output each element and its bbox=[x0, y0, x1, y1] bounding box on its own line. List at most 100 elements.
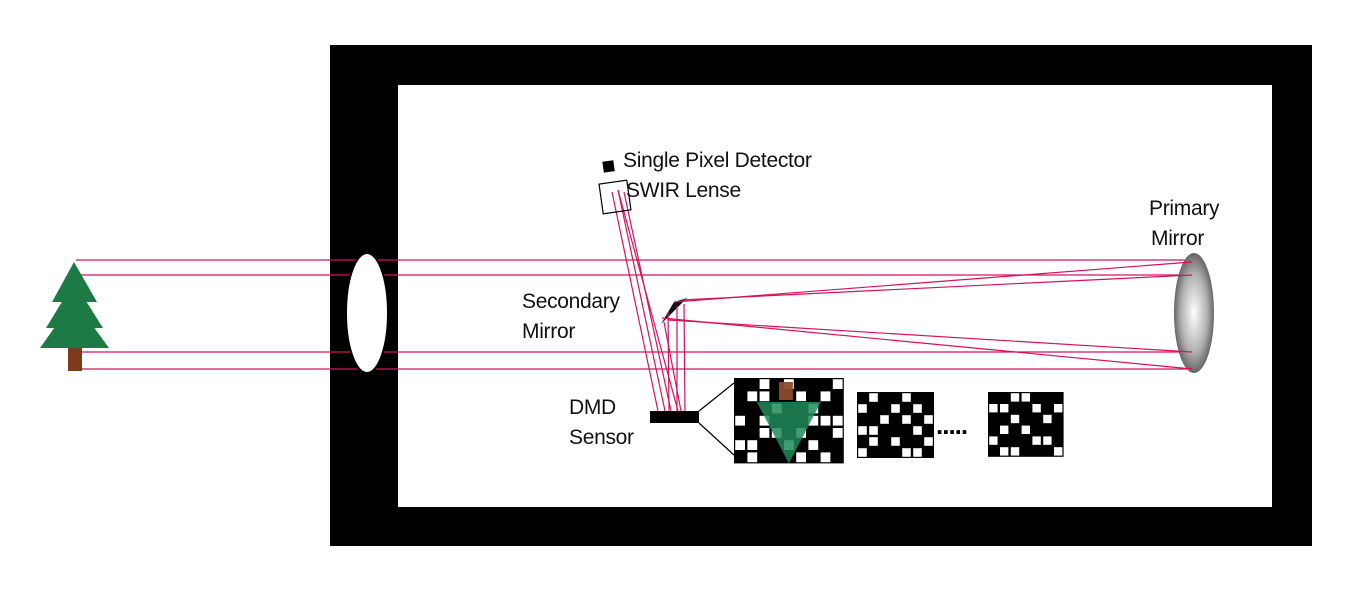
internal-light-rays bbox=[611, 189, 1193, 412]
pattern-ellipsis: ..... bbox=[936, 410, 967, 440]
primary-mirror-label-line1: Primary bbox=[1149, 197, 1220, 220]
dmd-mirror-cell bbox=[1043, 393, 1052, 402]
dmd-mirror-cell bbox=[1043, 404, 1052, 413]
dmd-mirror-cell bbox=[832, 452, 843, 463]
dmd-mirror-cell bbox=[1043, 414, 1052, 424]
dmd-mirror-cell bbox=[902, 437, 911, 446]
dmd-mirror-cell bbox=[1032, 393, 1041, 402]
camera-housing bbox=[330, 45, 1312, 546]
incoming-light-rays bbox=[76, 259, 1192, 370]
dmd-zoom-wedge bbox=[698, 382, 735, 456]
dmd-mirror-cell bbox=[735, 403, 745, 414]
dmd-mirror-cell bbox=[989, 393, 998, 402]
dmd-mirror-cell bbox=[735, 415, 745, 426]
dmd-mirror-cell bbox=[891, 404, 900, 413]
pattern-frame bbox=[988, 392, 1064, 457]
dmd-mirror-cell bbox=[808, 440, 819, 450]
dmd-pattern-1 bbox=[734, 378, 844, 464]
dmd-mirror-cell bbox=[880, 404, 889, 413]
dmd-mirror-cell bbox=[1010, 436, 1020, 445]
dmd-mirror-cell bbox=[832, 403, 843, 414]
secondary-mirror-label-line2: Mirror bbox=[522, 320, 575, 343]
dmd-mirror-cell bbox=[1021, 425, 1030, 434]
dmd-mirror-cell bbox=[924, 448, 933, 457]
dmd-mirror-cell bbox=[989, 414, 998, 424]
dmd-mirror-cell bbox=[913, 393, 922, 402]
dmd-mirror-cell bbox=[735, 452, 745, 463]
dmd-mirror-cell bbox=[1043, 436, 1052, 445]
dmd-mirror-cell bbox=[808, 428, 819, 438]
dmd-mirror-cell bbox=[880, 448, 889, 457]
dmd-mirror-cell bbox=[759, 428, 770, 438]
dmd-mirror-cell bbox=[820, 391, 831, 402]
dmd-mirror-cell bbox=[1043, 425, 1052, 434]
dmd-mirror-cell bbox=[1010, 404, 1020, 413]
dmd-mirror-cell bbox=[924, 426, 933, 435]
tree-foliage-middle bbox=[46, 282, 103, 328]
dmd-mirror-cell bbox=[902, 404, 911, 413]
dmd-mirror-cell bbox=[1054, 436, 1063, 445]
dmd-mirror-cell bbox=[820, 403, 831, 414]
dmd-mirror-cell bbox=[1010, 447, 1020, 456]
dmd-mirror-cell bbox=[735, 440, 745, 450]
dmd-mirror-cell bbox=[869, 393, 878, 402]
dmd-mirror-cell bbox=[1000, 425, 1009, 434]
single-pixel-detector bbox=[602, 160, 615, 173]
dmd-mirror-cell bbox=[913, 404, 922, 413]
dmd-mirror-cell bbox=[832, 379, 843, 389]
dmd-mirror-cell bbox=[771, 452, 782, 463]
dmd-pattern-n bbox=[988, 392, 1064, 457]
dmd-mirror-cell bbox=[771, 379, 782, 389]
dmd-mirror-cell bbox=[796, 452, 806, 463]
dmd-mirror-cell bbox=[858, 404, 867, 413]
dmd-mirror-cell bbox=[924, 437, 933, 446]
dmd-mirror-cell bbox=[832, 391, 843, 402]
dmd-mirror-cell bbox=[747, 440, 758, 450]
dmd-mirror-cell bbox=[924, 404, 933, 413]
primary-mirror-label-line2: Mirror bbox=[1151, 227, 1204, 250]
dmd-mirror-cell bbox=[759, 391, 770, 402]
dmd-mirror-cell bbox=[1000, 404, 1009, 413]
dmd-mirror-cell bbox=[1032, 436, 1041, 445]
dmd-mirror-cell bbox=[1010, 393, 1020, 402]
dmd-mirror-cell bbox=[735, 391, 745, 402]
dmd-mirror-cell bbox=[880, 415, 889, 424]
tree-foliage-top bbox=[52, 262, 97, 302]
dmd-mirror-cell bbox=[759, 379, 770, 389]
dmd-mirror-cell bbox=[880, 437, 889, 446]
detector-label: Single Pixel Detector bbox=[623, 149, 812, 172]
dmd-mirror-cell bbox=[796, 391, 806, 402]
dmd-mirror-cell bbox=[869, 426, 878, 435]
dmd-mirror-cell bbox=[891, 393, 900, 402]
dmd-mirror-cell bbox=[1010, 414, 1020, 424]
dmd-mirror-cell bbox=[869, 448, 878, 457]
dmd-mirror-cell bbox=[858, 415, 867, 424]
dmd-mirror-cell bbox=[1054, 414, 1063, 424]
dmd-mirror-cell bbox=[869, 437, 878, 446]
dmd-mirror-cell bbox=[858, 448, 867, 457]
dmd-mirror-cell bbox=[771, 440, 782, 450]
dmd-mirror-cell bbox=[902, 448, 911, 457]
dmd-mirror-cell bbox=[832, 428, 843, 438]
dmd-mirror-cell bbox=[747, 452, 758, 463]
dmd-mirror-cell bbox=[771, 391, 782, 402]
primary-to-secondary-ray-1 bbox=[673, 261, 1193, 303]
dmd-mirror-cell bbox=[1021, 414, 1030, 424]
dmd-mirror-cell bbox=[880, 426, 889, 435]
dmd-mirror-cell bbox=[858, 393, 867, 402]
pattern-frame bbox=[857, 392, 934, 458]
dmd-mirror-cell bbox=[820, 379, 831, 389]
dmd-mirror-cell bbox=[1032, 404, 1041, 413]
swir-lens bbox=[598, 179, 632, 215]
dmd-mirror-cell bbox=[820, 415, 831, 426]
dmd-mirror-cell bbox=[989, 436, 998, 445]
dmd-mirror-cell bbox=[1032, 425, 1041, 434]
dmd-mirror-cell bbox=[808, 452, 819, 463]
dmd-mirror-cell bbox=[924, 393, 933, 402]
dmd-mirror-cell bbox=[1021, 393, 1030, 402]
dmd-to-detector-ray-2 bbox=[617, 189, 666, 412]
dmd-mirror-cell bbox=[820, 452, 831, 463]
dmd-mirror-cell bbox=[832, 440, 843, 450]
primary-mirror bbox=[1174, 253, 1214, 373]
